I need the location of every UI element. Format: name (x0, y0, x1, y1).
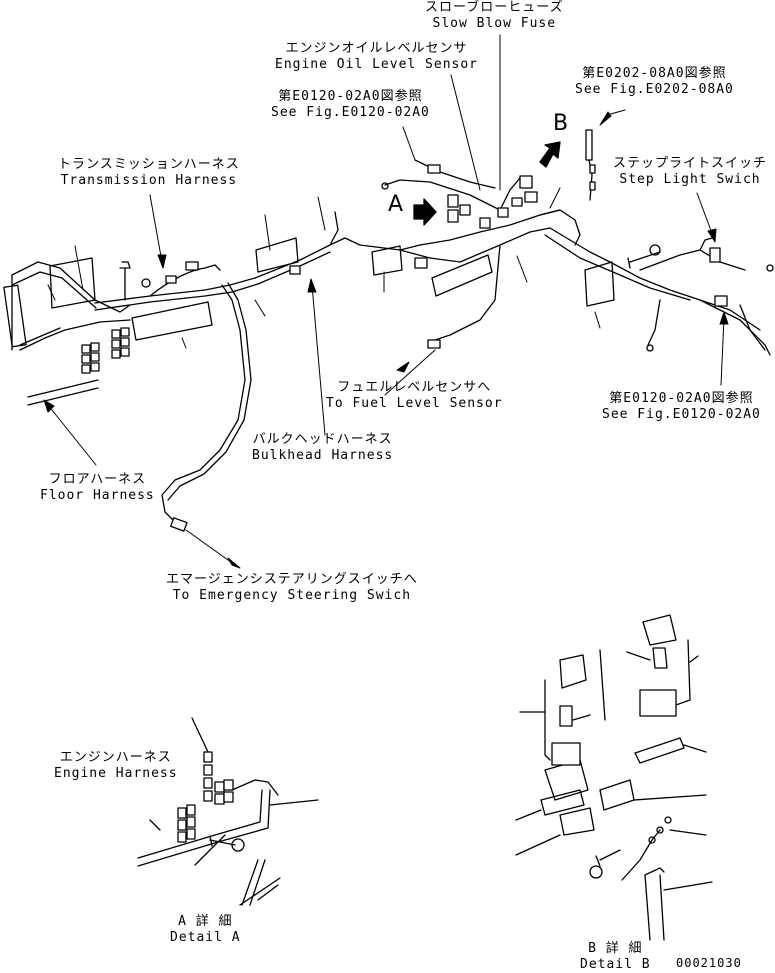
transmission-harness-en: Transmission Harness (60, 173, 238, 188)
ref-e0202-en: See Fig.E0202-08A0 (575, 82, 734, 97)
mounting-plates (49, 237, 615, 341)
callout-b: B (553, 111, 569, 136)
detail-a-label: A 詳 細 Detail A (170, 914, 241, 946)
detail-a-en: Detail A (170, 930, 241, 945)
engine-harness-jp: エンジンハーネス (59, 750, 172, 765)
step-light-switch-en: Step Light Swich (619, 172, 761, 187)
ref-e0202-jp: 第E0202-08A0図参照 (582, 66, 727, 81)
engine-oil-level-sensor-label: エンジンオイルレベルセンサ Engine Oil Level Sensor (275, 41, 478, 73)
engine-harness-label: エンジンハーネス Engine Harness (54, 750, 178, 782)
slow-blow-fuse-label: スローブローヒューズ Slow Blow Fuse (425, 0, 564, 32)
ref-e0120-right-jp: 第E0120-02A0図参照 (609, 391, 754, 406)
ref-e0120-top-en: See Fig.E0120-02A0 (271, 105, 430, 120)
detail-b-en: Detail B (580, 957, 651, 972)
drawing-number: 00021030 (676, 956, 742, 970)
detail-b-label: B 詳 細 Detail B (580, 941, 651, 973)
ref-e0202-label: 第E0202-08A0図参照 See Fig.E0202-08A0 (575, 66, 734, 98)
engine-harness-en: Engine Harness (54, 766, 178, 781)
ref-e0120-top-jp: 第E0120-02A0図参照 (278, 89, 423, 104)
emergency-steering-label: エマージェンシステアリングスイッチへ To Emergency Steering… (166, 572, 418, 604)
emergency-steering-jp: エマージェンシステアリングスイッチへ (166, 572, 418, 587)
detail-a-drawing (137, 717, 319, 906)
floor-harness-label: フロアハーネス Floor Harness (40, 472, 155, 504)
fuel-level-sensor-en: To Fuel Level Sensor (326, 396, 503, 411)
bulkhead-harness-label: バルクヘッドハーネス Bulkhead Harness (252, 432, 393, 464)
bulkhead-harness-jp: バルクヘッドハーネス (252, 432, 393, 447)
bulkhead-harness-en: Bulkhead Harness (252, 448, 394, 463)
ref-e0120-right-en: See Fig.E0120-02A0 (602, 407, 761, 422)
fuel-level-sensor-jp: フュエルレベルセンサへ (337, 380, 492, 395)
main-harness (3, 154, 771, 523)
callout-a: A (388, 192, 404, 217)
step-light-switch-jp: ステップライトスイッチ (613, 156, 768, 171)
ref-e0120-top-label: 第E0120-02A0図参照 See Fig.E0120-02A0 (271, 89, 430, 121)
detail-b-drawing (515, 614, 713, 941)
transmission-harness-label: トランスミッションハーネス Transmission Harness (58, 157, 240, 189)
detail-a-jp: A 詳 細 (178, 914, 233, 929)
engine-oil-level-sensor-en: Engine Oil Level Sensor (275, 57, 479, 72)
fuel-level-sensor-label: フュエルレベルセンサへ To Fuel Level Sensor (326, 380, 503, 412)
engine-oil-level-sensor-jp: エンジンオイルレベルセンサ (285, 41, 468, 56)
emergency-steering-en: To Emergency Steering Swich (172, 588, 412, 603)
connectors (81, 129, 728, 532)
view-arrows (413, 141, 561, 226)
slow-blow-fuse-en: Slow Blow Fuse (432, 16, 557, 31)
detail-b-jp: B 詳 細 (588, 941, 643, 956)
step-light-switch-label: ステップライトスイッチ Step Light Swich (613, 156, 767, 188)
bolts (119, 182, 774, 352)
floor-harness-jp: フロアハーネス (48, 472, 147, 487)
floor-harness-en: Floor Harness (40, 488, 155, 503)
ref-e0120-right-label: 第E0120-02A0図参照 See Fig.E0120-02A0 (602, 391, 761, 423)
transmission-harness-jp: トランスミッションハーネス (58, 157, 240, 172)
slow-blow-fuse-jp: スローブローヒューズ (425, 0, 564, 15)
leader-lines (43, 34, 729, 569)
